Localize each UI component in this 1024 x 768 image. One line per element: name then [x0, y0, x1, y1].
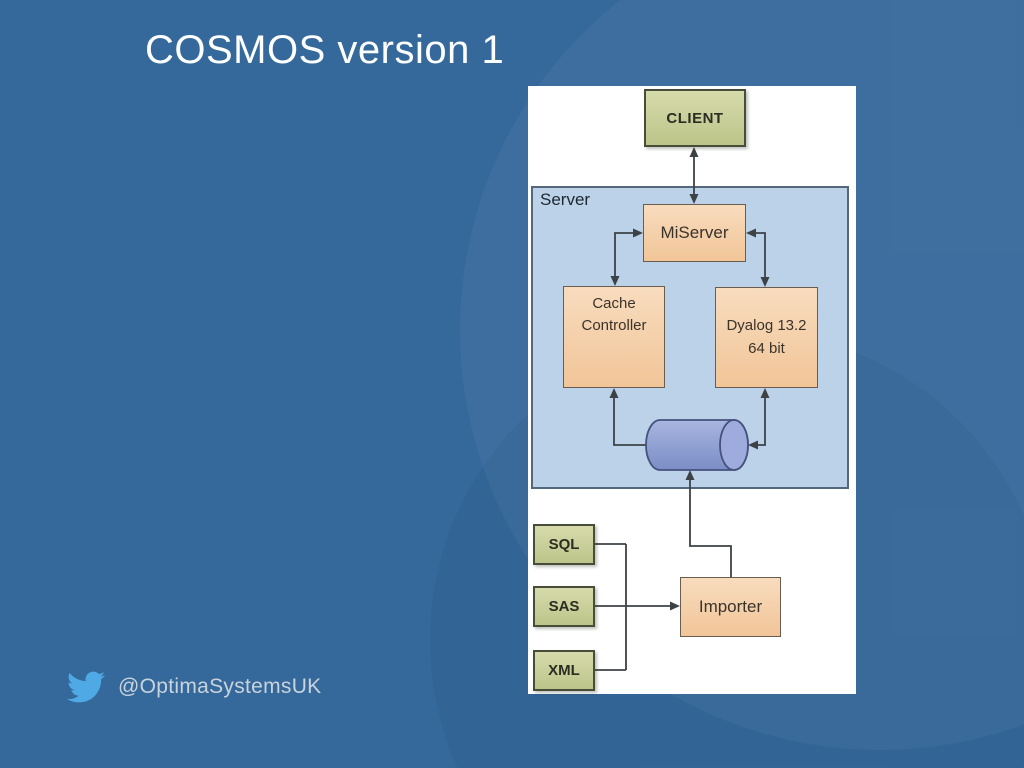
arrowhead-down	[610, 276, 620, 286]
connector-miserver-dyalog	[756, 232, 766, 278]
source-node-sas: SAS	[533, 586, 595, 627]
twitter-handle: @OptimaSystemsUK	[118, 675, 322, 698]
arrowhead-down	[760, 277, 770, 287]
client-node-label: CLIENT	[666, 109, 724, 127]
diagram-panel: Server	[528, 86, 856, 694]
twitter-bird-icon	[67, 671, 105, 703]
arrowheads	[609, 147, 770, 611]
arrowhead-left	[748, 440, 758, 450]
importer-node: Importer	[680, 577, 781, 637]
client-node: CLIENT	[644, 89, 746, 147]
connector-lines	[595, 156, 766, 671]
connector-miserver-cache	[614, 232, 634, 277]
database-cylinder-blue	[645, 419, 749, 471]
server-label: Server	[540, 190, 591, 209]
importer-node-label: Importer	[698, 597, 763, 616]
arrowhead-up	[760, 388, 770, 398]
source-node-sql: SQL	[533, 524, 595, 565]
footer: @OptimaSystemsUK	[64, 668, 322, 706]
miserver-node-label: MiServer	[660, 223, 729, 242]
arrowhead-up	[685, 470, 695, 480]
arrowhead-right	[633, 228, 643, 238]
cache-controller-node-label: Cache Controller	[581, 295, 647, 334]
miserver-node: MiServer	[643, 204, 746, 262]
source-node-xml: XML	[533, 650, 595, 691]
connector-dyalog-cylinder	[757, 397, 766, 446]
arrowhead-left	[746, 228, 756, 238]
source-node-sas-label: SAS	[548, 598, 580, 615]
connector-importer-cylinder	[689, 479, 732, 577]
source-node-sql-label: SQL	[548, 536, 580, 553]
arrowhead-up	[689, 147, 699, 157]
arrowhead-up	[609, 388, 619, 398]
source-node-xml-label: XML	[548, 662, 580, 679]
page-title: COSMOS version 1	[145, 28, 505, 72]
cache-controller-node: Cache Controller	[563, 286, 665, 388]
dyalog-node-label: Dyalog 13.2 64 bit	[726, 317, 807, 357]
arrowhead-right	[670, 601, 680, 611]
dyalog-node: Dyalog 13.2 64 bit	[715, 287, 818, 388]
connector-cylinder-cache	[613, 397, 646, 446]
arrowhead-down	[689, 194, 699, 204]
